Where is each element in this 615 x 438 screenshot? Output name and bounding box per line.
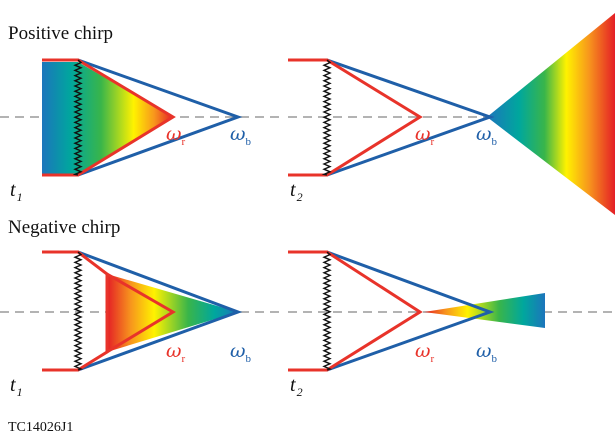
time-subscript: 1 <box>17 385 23 399</box>
panel-negative-t1 <box>0 250 280 372</box>
spectrum-region <box>42 62 173 175</box>
time-subscript: 2 <box>297 190 303 204</box>
time-label-t1: t1 <box>10 374 23 399</box>
freq-label-blue: ωb <box>476 340 498 365</box>
panel-positive-t2 <box>288 13 615 215</box>
spectrum-fan <box>487 13 615 215</box>
heading-negative-chirp: Negative chirp <box>8 217 120 238</box>
freq-label-red: ωr <box>415 340 435 365</box>
freq-label-blue: ωb <box>230 123 252 148</box>
freq-label-red: ωr <box>166 123 186 148</box>
freq-label-red: ωr <box>415 123 435 148</box>
red-path <box>288 58 423 177</box>
figure-id: TC14026J1 <box>8 420 73 435</box>
omega-symbol: ω <box>166 340 182 362</box>
time-subscript: 1 <box>17 190 23 204</box>
wavy-pulse-icon <box>72 59 83 176</box>
time-label-t2: t2 <box>290 374 303 399</box>
omega-symbol: ω <box>415 123 431 145</box>
wavy-pulse-icon <box>321 59 332 176</box>
freq-label-red: ωr <box>166 340 186 365</box>
time-subscript: 2 <box>297 385 303 399</box>
panel-negative-t2 <box>288 250 615 372</box>
omega-subscript: b <box>492 353 498 365</box>
red-path-outer <box>42 250 109 372</box>
wavy-pulse-icon <box>73 251 83 371</box>
omega-subscript: r <box>182 136 186 148</box>
red-path-inner <box>106 272 176 354</box>
panel-positive-t1 <box>0 58 280 177</box>
omega-symbol: ω <box>230 340 246 362</box>
omega-subscript: r <box>431 136 435 148</box>
wavy-pulse-icon <box>322 251 332 371</box>
omega-subscript: r <box>431 353 435 365</box>
freq-label-blue: ωb <box>476 123 498 148</box>
heading-positive-chirp: Positive chirp <box>8 23 113 44</box>
omega-symbol: ω <box>166 123 182 145</box>
omega-subscript: b <box>492 136 498 148</box>
time-symbol: t <box>10 179 16 201</box>
omega-subscript: r <box>182 353 186 365</box>
time-label-t2: t2 <box>290 179 303 204</box>
time-label-t1: t1 <box>10 179 23 204</box>
omega-subscript: b <box>246 136 252 148</box>
red-path <box>42 58 176 177</box>
omega-symbol: ω <box>230 123 246 145</box>
time-symbol: t <box>10 374 16 396</box>
red-path <box>288 250 423 372</box>
omega-symbol: ω <box>476 340 492 362</box>
time-symbol: t <box>290 179 296 201</box>
omega-subscript: b <box>246 353 252 365</box>
omega-symbol: ω <box>415 340 431 362</box>
omega-symbol: ω <box>476 123 492 145</box>
freq-label-blue: ωb <box>230 340 252 365</box>
time-symbol: t <box>290 374 296 396</box>
